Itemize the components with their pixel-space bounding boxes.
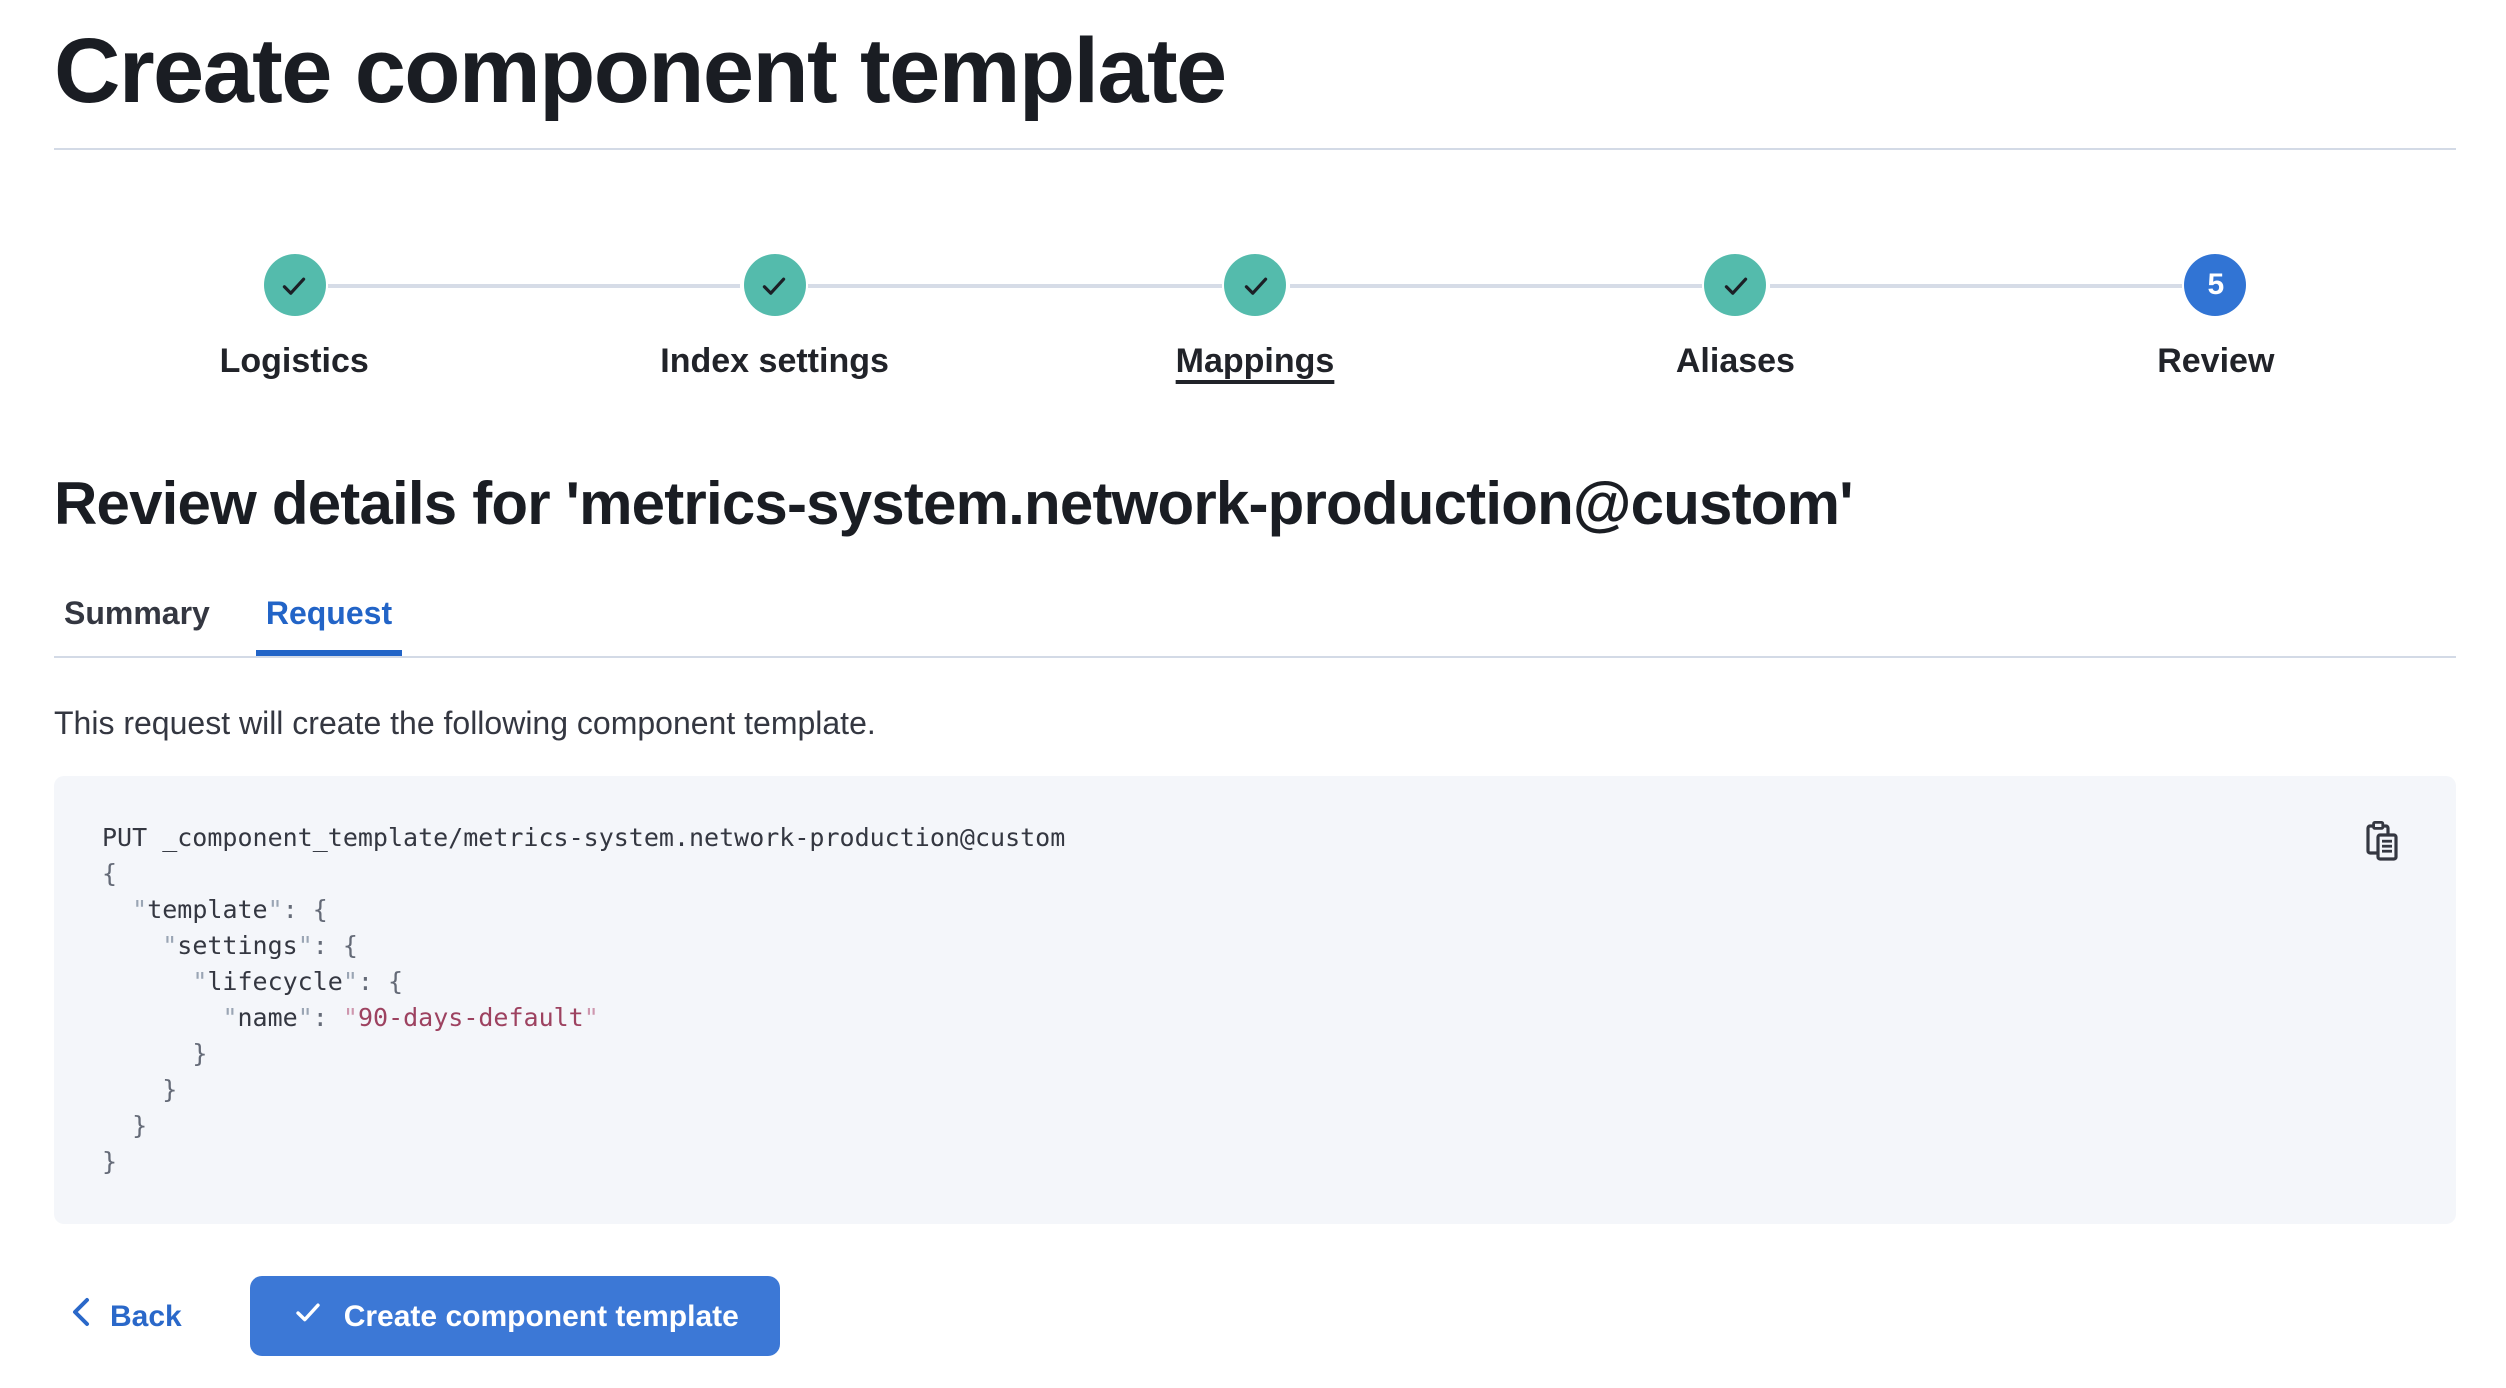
create-component-template-button[interactable]: Create component template [249,1276,781,1356]
code-line: } [102,1146,118,1176]
code-line: "settings": { [162,930,358,960]
code-line: "lifecycle": { [192,966,404,996]
chevron-left-icon [70,1296,92,1336]
step-label: Aliases [1675,342,1795,380]
code-line: "name": "90-days-default" [222,1002,599,1032]
step-connector [1014,283,1221,287]
step-complete-check-icon [1704,254,1767,316]
step-complete-check-icon [263,254,326,316]
code-line: } [162,1074,178,1104]
code-line: "template": { [132,894,328,924]
step-label: Index settings [660,342,889,380]
step-index-settings[interactable]: Index settings [534,254,1015,382]
page-title: Create component template [54,18,1227,122]
step-label: Review [2157,342,2275,380]
footer-actions: Back Create component template [54,1276,2456,1356]
step-connector [534,283,741,287]
create-component-template-label: Create component template [343,1299,739,1333]
request-description: This request will create the following c… [54,708,876,742]
tabs: Summary Request [54,596,2456,658]
back-button-label: Back [110,1299,182,1333]
review-heading: Review details for 'metrics-system.netwo… [54,472,1853,538]
code-line: } [192,1038,208,1068]
step-connector [1289,283,1496,287]
code-content: PUT _component_template/metrics-system.n… [102,820,2336,1180]
tab-summary[interactable]: Summary [54,596,220,656]
tab-request[interactable]: Request [256,596,402,656]
code-line: } [132,1110,148,1140]
step-connector [328,283,535,287]
check-icon [292,1296,324,1336]
back-button[interactable]: Back [70,1296,182,1336]
step-label: Mappings [1175,342,1335,380]
step-connector [808,283,1015,287]
step-label: Logistics [219,342,369,380]
copy-button[interactable] [2362,820,2402,864]
code-line: PUT _component_template/metrics-system.n… [102,822,1066,852]
step-complete-check-icon [743,254,806,316]
step-logistics[interactable]: Logistics [54,254,535,382]
step-aliases[interactable]: Aliases [1495,254,1976,382]
step-connector [1769,283,1976,287]
copy-clipboard-icon [2362,821,2402,870]
step-connector [1975,283,2182,287]
create-component-template-page: Create component template Logistics Index… [0,16,2506,1388]
request-code-block: PUT _component_template/metrics-system.n… [54,776,2456,1224]
code-line: { [102,858,118,888]
title-divider [54,148,2456,150]
step-connector [1495,283,1702,287]
step-mappings[interactable]: Mappings [1014,254,1496,382]
step-complete-check-icon [1224,254,1286,316]
step-number-badge: 5 [2184,254,2247,316]
